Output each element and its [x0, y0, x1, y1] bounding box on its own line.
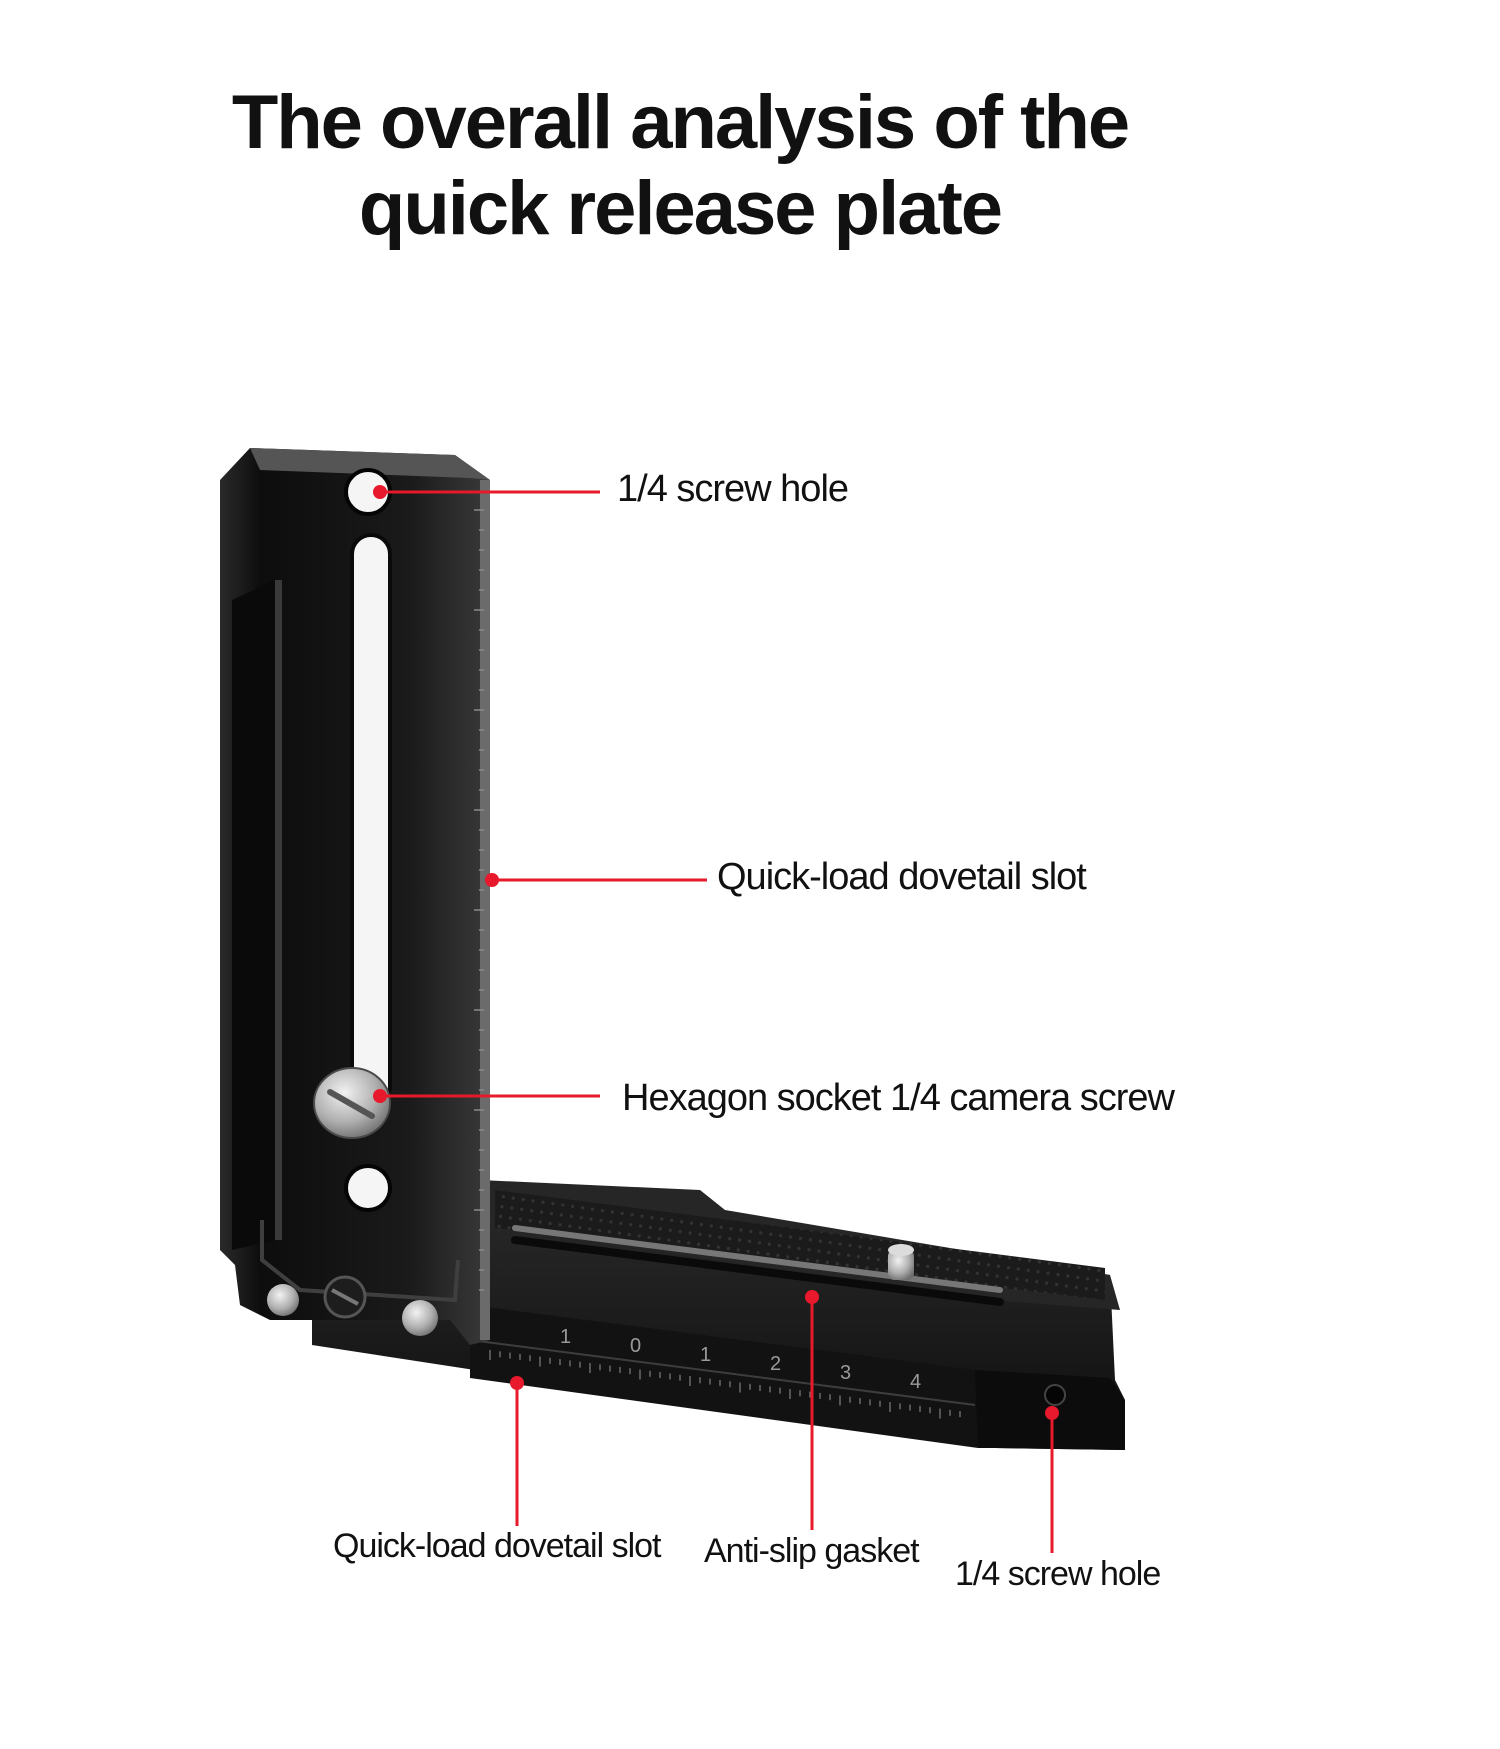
callout-vertical-dovetail-slot: Quick-load dovetail slot: [717, 856, 1087, 898]
callout-line-bottom-dovetail: [510, 1376, 524, 1526]
scale-label: 3: [840, 1362, 851, 1384]
scale-label: 4: [910, 1371, 921, 1393]
bottom-screw-left: [267, 1284, 299, 1316]
title-line-2: quick release plate: [358, 166, 1003, 251]
scale-label: 0: [630, 1335, 641, 1357]
callout-line-side-screw-hole: [1045, 1406, 1059, 1553]
page-title: The overall analysis of the quick releas…: [0, 80, 1360, 252]
scale-label: 1: [560, 1326, 571, 1348]
scale-label: 1: [700, 1344, 711, 1366]
callout-line-anti-slip: [805, 1290, 819, 1530]
callout-top-screw-hole: 1/4 screw hole: [617, 468, 849, 510]
base-scale: [489, 1350, 961, 1419]
callout-line-vertical-dovetail: [485, 873, 707, 887]
callout-anti-slip-gasket: Anti-slip gasket: [704, 1532, 920, 1570]
bottom-screw-right: [402, 1300, 438, 1336]
callout-bottom-dovetail-slot: Quick-load dovetail slot: [333, 1527, 662, 1565]
vertical-slot: [350, 533, 392, 1107]
vertical-plate: [220, 448, 490, 1345]
scale-label: 2: [770, 1353, 781, 1375]
anti-slip-gasket-surface: [495, 1190, 1105, 1300]
base-scale-labels: 1 0 1 2 3 4: [560, 1326, 921, 1393]
accessory-screw: [888, 1244, 914, 1280]
camera-screw: [313, 1067, 391, 1139]
title-line-1: The overall analysis of the: [231, 80, 1130, 165]
callout-line-top-screw-hole: [373, 485, 600, 499]
side-screw-hole: [1044, 1384, 1066, 1406]
callout-lines: [373, 485, 1059, 1553]
bottom-socket-screw: [323, 1275, 367, 1319]
callout-side-screw-hole: 1/4 screw hole: [955, 1555, 1161, 1593]
callout-line-camera-screw: [373, 1089, 600, 1103]
callout-camera-screw: Hexagon socket 1/4 camera screw: [622, 1077, 1175, 1119]
lower-screw-hole: [344, 1164, 392, 1212]
